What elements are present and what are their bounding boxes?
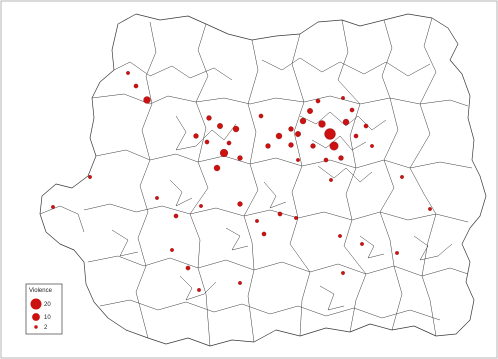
marker-east-9 xyxy=(338,155,344,161)
marker-east-2 xyxy=(329,141,339,151)
marker-centre-west-5 xyxy=(204,139,210,145)
legend-symbol-2 xyxy=(34,325,38,329)
legend-label-10: 10 xyxy=(44,315,51,321)
marker-south-east-2 xyxy=(360,242,364,246)
marker-south-centre-1 xyxy=(173,213,179,219)
marker-east-15 xyxy=(288,142,294,148)
marker-south-east-1 xyxy=(338,234,342,238)
marker-south-2 xyxy=(185,265,191,271)
marker-east-4 xyxy=(299,117,307,125)
marker-south-centre-3 xyxy=(237,201,243,207)
marker-west-2 xyxy=(51,205,55,209)
marker-centre-3 xyxy=(288,126,294,132)
marker-far-east-1 xyxy=(400,175,404,179)
marker-south-centre-5 xyxy=(277,211,283,217)
legend-label-20: 20 xyxy=(44,302,51,308)
marker-north-west-2 xyxy=(133,83,139,89)
marker-north-west-1 xyxy=(126,71,130,75)
marker-south-4 xyxy=(238,281,242,285)
marker-far-east-2 xyxy=(428,207,432,211)
marker-east-12 xyxy=(363,123,369,129)
marker-east-13 xyxy=(370,144,374,148)
marker-south-3 xyxy=(197,288,201,292)
marker-centre-west-8 xyxy=(226,140,232,146)
marker-centre-west-4 xyxy=(193,133,199,139)
marker-west-1 xyxy=(88,175,92,179)
marker-centre-west-9 xyxy=(237,155,243,161)
marker-south-east-3 xyxy=(395,251,399,255)
marker-centre-1 xyxy=(265,143,271,149)
marker-east-17 xyxy=(315,98,321,104)
county-outline xyxy=(39,13,487,347)
marker-east-5 xyxy=(295,131,301,137)
marker-north-west-3 xyxy=(143,96,151,104)
marker-south-centre-6 xyxy=(294,216,298,220)
marker-south-5 xyxy=(261,231,267,237)
violence-markers xyxy=(51,71,432,292)
marker-south-east-4 xyxy=(341,271,345,275)
marker-east-19 xyxy=(296,158,300,162)
marker-east-7 xyxy=(342,118,350,126)
marker-centre-west-6 xyxy=(219,148,229,158)
legend-label-2: 2 xyxy=(44,325,48,331)
ward-boundaries xyxy=(39,17,473,347)
marker-centre-west-2 xyxy=(217,123,223,129)
marker-east-16 xyxy=(341,96,345,100)
marker-east-14 xyxy=(349,107,355,113)
marker-south-centre-4 xyxy=(255,219,259,223)
marker-east-1 xyxy=(324,128,336,140)
marker-east-6 xyxy=(310,143,316,149)
marker-east-11 xyxy=(307,108,313,114)
marker-centre-4 xyxy=(258,113,264,119)
marker-centre-2 xyxy=(275,132,283,140)
legend-box xyxy=(25,283,63,335)
marker-centre-west-1 xyxy=(206,115,212,121)
marker-south-1 xyxy=(170,248,174,252)
marker-east-3 xyxy=(318,120,326,128)
marker-east-8 xyxy=(353,133,359,139)
marker-south-centre-7 xyxy=(155,196,159,200)
marker-centre-west-3 xyxy=(232,125,240,133)
legend-symbol-20 xyxy=(30,298,42,310)
legend-title: Violence xyxy=(29,288,53,294)
marker-south-centre-2 xyxy=(199,204,203,208)
legend: Violence 20 10 2 xyxy=(25,283,63,335)
marker-east-18 xyxy=(329,178,333,182)
marker-centre-west-7 xyxy=(213,164,221,172)
marker-east-10 xyxy=(323,157,329,163)
legend-symbol-10 xyxy=(32,313,40,321)
